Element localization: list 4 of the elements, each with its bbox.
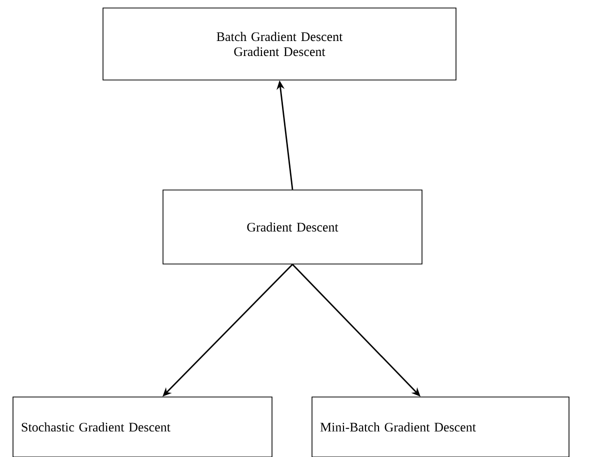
process-box: Gradient Descent [162,190,422,264]
process-box: Mini-Batch Gradient Descent [312,396,570,457]
process-box: Batch Gradient Descent Gradient Descent [102,8,456,80]
process-box: Stochastic Gradient Descent [12,396,272,457]
